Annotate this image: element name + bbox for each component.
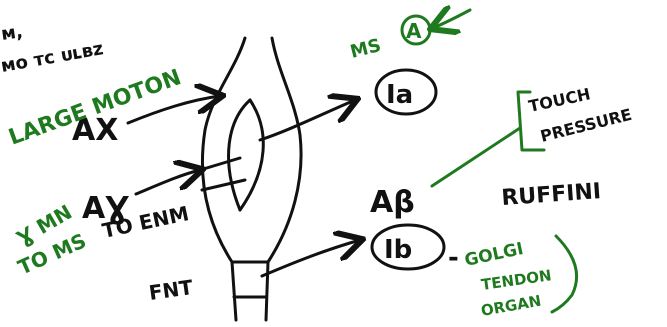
- a-beta-connector: [430, 126, 522, 188]
- touch-label: TOUCH: [527, 84, 592, 116]
- organ-label: ORGAN: [480, 292, 543, 320]
- corner-text-2: ᴍᴏ ᴛᴄ ᴜʟʙᴢ: [0, 38, 105, 77]
- circle-a-arrow: [433, 10, 472, 28]
- ia-circle: [374, 68, 438, 116]
- a-beta-label: Aβ: [370, 185, 415, 220]
- golgi-label: GOLGI: [463, 239, 525, 271]
- spindle-outer-left: [200, 36, 247, 322]
- ib-circle: [370, 223, 446, 271]
- a-gamma-label: AƔ: [82, 191, 129, 226]
- a-gamma-connector-2: [200, 178, 247, 192]
- ms-label: MS: [348, 35, 383, 63]
- spindle-inner-right: [238, 98, 265, 212]
- golgi-bracket: [550, 234, 579, 314]
- spindle-outer-right: [264, 36, 303, 322]
- tendon-label: TENDON: [480, 266, 553, 294]
- ia-arrow: [258, 100, 355, 142]
- touch-bracket: [516, 90, 546, 152]
- ib-dash: -: [448, 243, 459, 273]
- a-alpha-arrow: [126, 96, 220, 125]
- circle-a-label: A: [406, 19, 422, 43]
- a-gamma-connector-1: [198, 156, 242, 172]
- ruffini-label: RUFFINI: [501, 179, 602, 211]
- ia-label: Ia: [386, 80, 413, 110]
- a-gamma-arrow-1: [134, 170, 200, 196]
- spindle-inner-left: [227, 98, 252, 212]
- a-alpha-label: AX: [72, 113, 118, 148]
- corner-text-1: ᴍ,: [0, 21, 24, 45]
- ib-label: Ib: [384, 235, 412, 265]
- fnt-arrow: [260, 240, 360, 278]
- fnt-label: FNT: [147, 275, 194, 305]
